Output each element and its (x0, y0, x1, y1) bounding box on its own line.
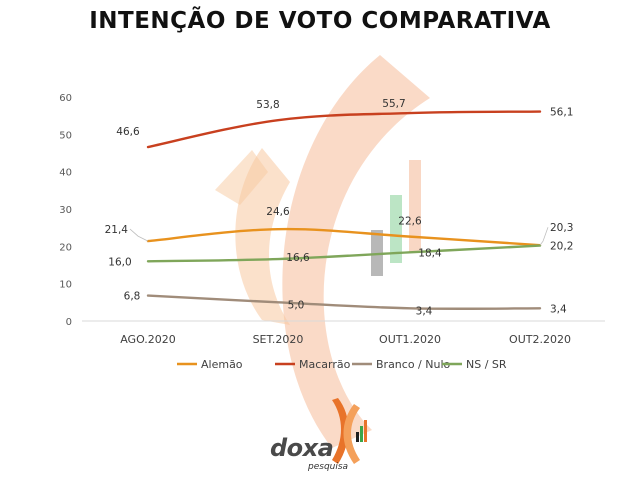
data-label-ns-sr: 16,6 (286, 252, 310, 264)
legend-label-ns-sr: NS / SR (466, 358, 507, 371)
series-line-macarrao (146, 110, 542, 149)
logo-subtitle: pesquisa (308, 462, 349, 472)
data-label-alemao: 24,6 (266, 206, 290, 218)
data-label-macarrao: 46,6 (116, 126, 140, 138)
watermark-arc-large (282, 55, 430, 448)
logo-word: doxa (270, 434, 334, 462)
legend: Alemão Macarrão Branco / Nulo NS / SR (177, 358, 507, 371)
data-labels: 21,4 24,6 22,6 20,3 46,6 53,8 55,7 56,1 6,8 5,0 3,… (105, 98, 574, 317)
data-label-macarrao: 56,1 (550, 107, 573, 119)
logo-stroke-dark (332, 398, 349, 464)
data-label-branco-nulo: 3,4 (416, 305, 433, 317)
legend-label-branco-nulo: Branco / Nulo (376, 358, 451, 371)
x-tick-label: AGO.2020 (120, 333, 176, 346)
data-label-branco-nulo: 6,8 (124, 291, 141, 303)
watermark-chevron (215, 150, 268, 205)
data-label-ns-sr: 16,0 (108, 256, 131, 268)
legend-label-alemao: Alemão (201, 358, 243, 371)
data-label-macarrao: 55,7 (382, 98, 405, 110)
y-tick-label: 0 (66, 317, 72, 328)
y-tick-label: 40 (59, 168, 72, 179)
data-label-ns-sr: 20,2 (550, 241, 573, 253)
series-line-ns-sr (146, 244, 542, 263)
watermark-bar-peach (409, 160, 421, 252)
x-tick-label: OUT1.2020 (379, 333, 441, 346)
data-label-alemao: 20,3 (550, 222, 573, 234)
chart-title: INTENÇÃO DE VOTO COMPARATIVA (89, 8, 551, 34)
x-tick-label: OUT2.2020 (509, 333, 571, 346)
data-label-branco-nulo: 3,4 (550, 303, 567, 315)
doxa-logo: doxa pesquisa (270, 398, 380, 474)
series-lines (146, 110, 542, 310)
data-label-macarrao: 53,8 (256, 99, 279, 111)
logo-bar-2 (360, 426, 363, 442)
data-label-alemao: 21,4 (105, 224, 129, 236)
y-tick-label: 50 (59, 130, 72, 141)
watermark-bar-green (390, 195, 402, 263)
x-tick-label: SET.2020 (253, 333, 304, 346)
logo-bar-3 (364, 420, 367, 442)
y-tick-label: 60 (59, 93, 72, 104)
logo-bar-1 (356, 432, 359, 442)
data-label-leader (129, 228, 149, 242)
y-tick-label: 20 (59, 242, 72, 253)
data-label-branco-nulo: 5,0 (288, 299, 305, 311)
series-line-alemao (146, 227, 542, 247)
watermark-graphic (215, 55, 430, 448)
y-tick-label: 10 (59, 280, 72, 291)
series-line-branco-nulo (146, 294, 542, 310)
data-label-ns-sr: 18,4 (418, 247, 442, 259)
data-label-alemao: 22,6 (398, 216, 422, 228)
data-label-leader (539, 227, 549, 246)
logo-mark (332, 398, 367, 464)
y-tick-label: 30 (59, 205, 72, 216)
legend-label-macarrao: Macarrão (299, 358, 351, 371)
logo-stroke-light (343, 404, 360, 464)
